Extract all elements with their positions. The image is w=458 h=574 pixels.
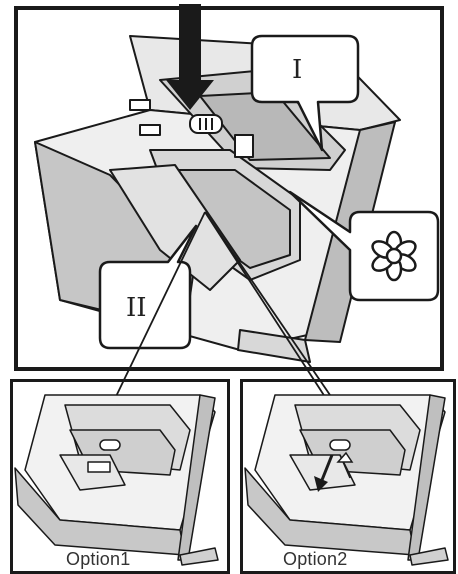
callout-II-label: II <box>126 293 147 323</box>
option2-label: Option2 <box>283 549 348 569</box>
option1-drawer <box>14 394 219 566</box>
option2-drawer <box>244 394 449 566</box>
flap-arrows <box>314 451 354 492</box>
callout-I <box>250 34 360 152</box>
callout-II <box>98 224 198 350</box>
flower-icon <box>371 230 417 282</box>
option1-label: Option1 <box>66 549 131 569</box>
insert-arrow <box>166 4 214 110</box>
callout-I-label: I <box>292 55 302 85</box>
